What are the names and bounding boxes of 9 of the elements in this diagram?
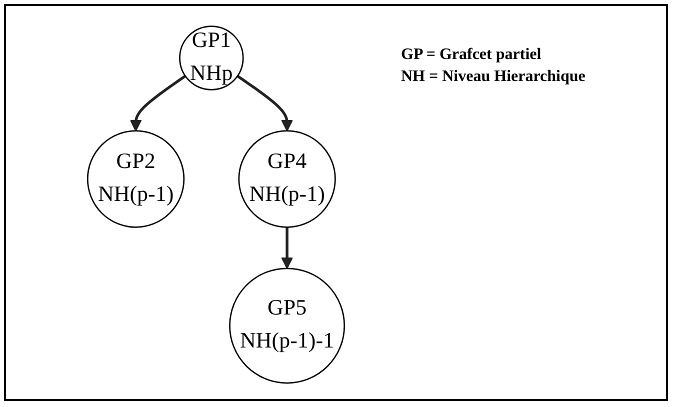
circle-node: GP4 NH(p-1) (238, 130, 336, 228)
legend-note: NH = Niveau Hierarchique (401, 68, 586, 86)
arrow (130, 74, 186, 132)
arrow (281, 227, 294, 269)
legend-note: GP = Grafcet partiel (401, 46, 542, 64)
circle-node: GP1 NHp (179, 26, 244, 90)
arrow (236, 74, 294, 132)
circle-node: GP5 NH(p-1)-1 (229, 268, 346, 384)
circle-node: GP2 NH(p-1) (86, 130, 185, 228)
